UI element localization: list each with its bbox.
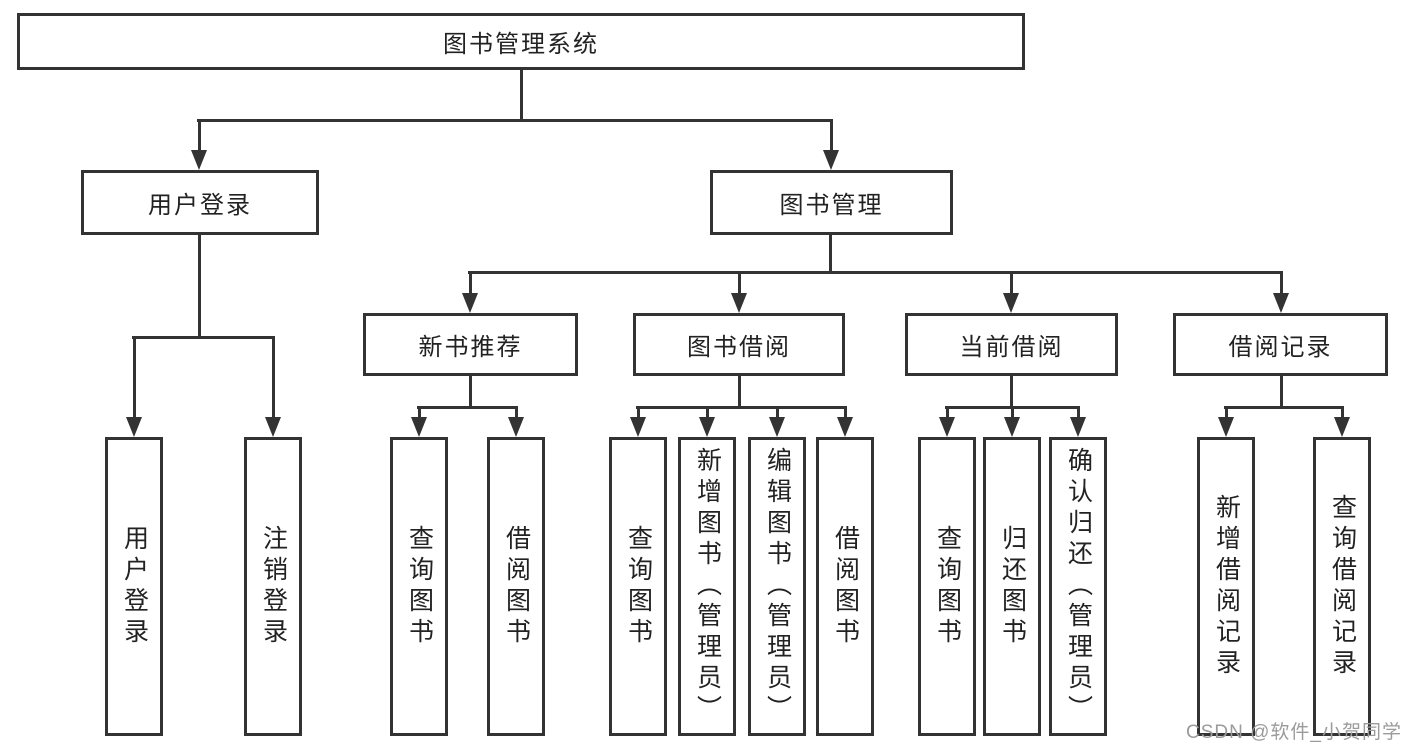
node-user-login: 用户登录 (81, 170, 319, 235)
node-root: 图书管理系统 (17, 13, 1025, 70)
connector-book-mgmt-bar (468, 271, 1283, 274)
arrow-down-icon (630, 417, 646, 437)
arrow-down-icon (1334, 417, 1350, 437)
arrow-down-icon (939, 417, 955, 437)
leaf-query-book-1: 查询图书 (390, 437, 448, 736)
arrow-down-icon (823, 150, 839, 170)
connector-arrow-stem (637, 406, 640, 418)
connector-arrow-stem (738, 271, 741, 294)
connector-l1-bar (197, 119, 833, 122)
connector-new-book-rec-bar (417, 406, 517, 409)
connector-arrow-stem (418, 406, 421, 418)
arrow-down-icon (411, 417, 427, 437)
arrow-down-icon (731, 293, 747, 313)
connector-arrow-stem (1280, 271, 1283, 294)
leaf-query-book-2: 查询图书 (609, 437, 667, 736)
arrow-down-icon (699, 417, 715, 437)
leaf-query-borrow-record: 查询借阅记录 (1313, 437, 1371, 736)
leaf-logout: 注销登录 (244, 437, 302, 736)
node-borrow-records: 借阅记录 (1173, 313, 1388, 376)
connector-arrow-stem (1341, 406, 1344, 418)
node-new-book-rec: 新书推荐 (363, 313, 578, 376)
watermark-text: CSDN @软件_小贺同学 (1186, 722, 1402, 743)
arrow-down-icon (837, 417, 853, 437)
leaf-query-book-3: 查询图书 (918, 437, 976, 736)
arrow-down-icon (1070, 417, 1086, 437)
leaf-user-login: 用户登录 (105, 437, 163, 736)
node-book-mgmt: 图书管理 (710, 170, 953, 235)
connector-arrow-stem (946, 406, 949, 418)
connector-arrow-stem (469, 271, 472, 294)
leaf-return-book: 归还图书 (983, 437, 1041, 736)
connector-borrow-records-bar (1224, 406, 1343, 409)
connector-arrow-stem (198, 119, 201, 151)
leaf-borrow-book-1: 借阅图书 (487, 437, 545, 736)
connector-arrow-stem (776, 406, 779, 418)
leaf-add-book: 新增图书（管理员） (678, 437, 736, 736)
connector-arrow-stem (515, 406, 518, 418)
arrow-down-icon (1003, 293, 1019, 313)
connector-arrow-stem (1225, 406, 1228, 418)
connector-arrow-stem (830, 119, 833, 151)
connector-user-login-stem (198, 235, 201, 339)
connector-book-borrow-stem (738, 376, 741, 409)
leaf-add-borrow-record: 新增借阅记录 (1197, 437, 1255, 736)
connector-book-borrow-bar (636, 406, 846, 409)
connector-arrow-stem (272, 336, 275, 418)
connector-arrow-stem (133, 336, 136, 418)
connector-arrow-stem (1011, 406, 1014, 418)
leaf-confirm-return: 确认归还（管理员） (1049, 437, 1107, 736)
connector-current-borrow-stem (1010, 376, 1013, 409)
arrow-down-icon (126, 417, 142, 437)
arrow-down-icon (191, 150, 207, 170)
leaf-edit-book: 编辑图书（管理员） (748, 437, 806, 736)
arrow-down-icon (265, 417, 281, 437)
node-book-borrow: 图书借阅 (633, 313, 845, 376)
connector-arrow-stem (706, 406, 709, 418)
connector-arrow-stem (1077, 406, 1080, 418)
arrow-down-icon (769, 417, 785, 437)
arrow-down-icon (462, 293, 478, 313)
connector-new-book-rec-stem (469, 376, 472, 409)
arrow-down-icon (1218, 417, 1234, 437)
connector-book-mgmt-stem (829, 235, 832, 274)
arrow-down-icon (1004, 417, 1020, 437)
connector-root-stem (520, 70, 523, 121)
connector-borrow-records-stem (1280, 376, 1283, 409)
arrow-down-icon (1273, 293, 1289, 313)
connector-arrow-stem (1010, 271, 1013, 294)
connector-arrow-stem (844, 406, 847, 418)
connector-user-login-bar (132, 336, 275, 339)
arrow-down-icon (508, 417, 524, 437)
node-current-borrow: 当前借阅 (905, 313, 1118, 376)
leaf-borrow-book-2: 借阅图书 (816, 437, 874, 736)
